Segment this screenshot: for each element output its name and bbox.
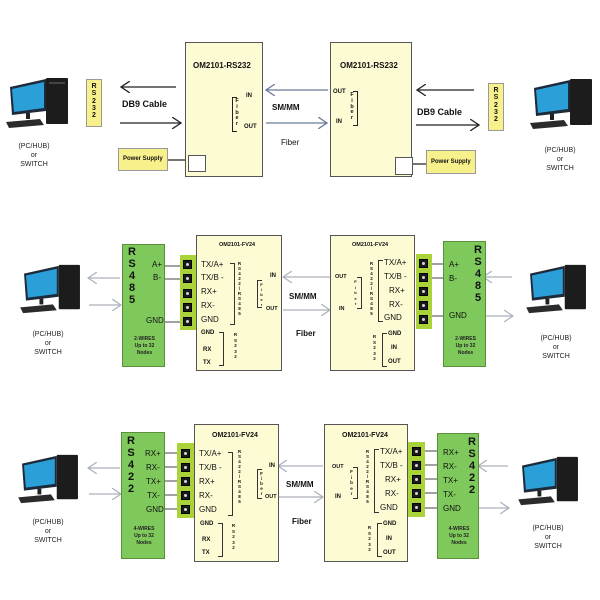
terminal-block-left (180, 255, 196, 330)
terminal-screw (419, 259, 428, 268)
power-socket (188, 155, 206, 172)
terminal-screw (181, 505, 190, 514)
terminal-screw (419, 301, 428, 310)
power-supply-right: Power Supply (426, 150, 476, 174)
fiber-link-sublabel: Fiber (292, 517, 312, 526)
fiber-link-sublabel: Fiber (281, 138, 300, 147)
terminal-screw (183, 317, 192, 326)
pc-icon (20, 262, 84, 316)
terminal-block-right (416, 254, 432, 329)
pc-icon (18, 452, 82, 506)
pc-caption-row2-left: (PC/HUB) or SWITCH (32, 331, 64, 356)
terminal-screw (412, 503, 421, 512)
fiber-link-label: SM/MM (272, 103, 300, 112)
terminal-screw (419, 315, 428, 324)
fiber-link-label: SM/MM (289, 292, 317, 301)
terminal-screw (412, 461, 421, 470)
terminal-screw (183, 274, 192, 283)
fiber-out-label: OUT (244, 124, 257, 130)
fiber-port-bracket (232, 97, 237, 132)
terminal-screw (183, 289, 192, 298)
terminal-screw (181, 449, 190, 458)
fiber-port-bracket (353, 91, 358, 126)
pc-icon (530, 76, 596, 132)
pc-icon (6, 75, 72, 131)
pc-caption-row1-right: (PC/HUB) or SWITCH (544, 147, 576, 172)
pc-caption-row3-right: (PC/HUB) or SWITCH (532, 525, 564, 550)
fiber-in-label: IN (246, 93, 252, 99)
terminal-block-right (408, 442, 425, 517)
pc-icon (518, 454, 582, 508)
terminal-screw (419, 273, 428, 282)
terminal-screw (412, 475, 421, 484)
fiber-link-label: SM/MM (286, 480, 314, 489)
terminal-screw (419, 287, 428, 296)
fiber-out-label: OUT (333, 89, 346, 95)
terminal-screw (412, 489, 421, 498)
fiber-link-sublabel: Fiber (296, 329, 316, 338)
bus-note: 2-WIRES Up to 32 Nodes (134, 336, 155, 356)
db9-cable-label-right: DB9 Cable (417, 107, 463, 117)
terminal-screw (183, 303, 192, 312)
pc-icon (526, 262, 590, 316)
fiber-in-label: IN (336, 119, 342, 125)
db9-cable-label-left: DB9 Cable (122, 99, 168, 109)
terminal-screw (412, 447, 421, 456)
terminal-screw (183, 260, 192, 269)
pc-caption-row1-left: (PC/HUB) or SWITCH (18, 143, 50, 168)
power-socket (395, 157, 413, 175)
pc-caption-row3-left: (PC/HUB) or SWITCH (32, 519, 64, 544)
terminal-screw (181, 463, 190, 472)
terminal-screw (181, 491, 190, 500)
terminal-screw (181, 477, 190, 486)
power-supply-left: Power Supply (118, 148, 168, 171)
terminal-block-left (177, 443, 195, 518)
pc-caption-row2-right: (PC/HUB) or SWITCH (540, 335, 572, 360)
